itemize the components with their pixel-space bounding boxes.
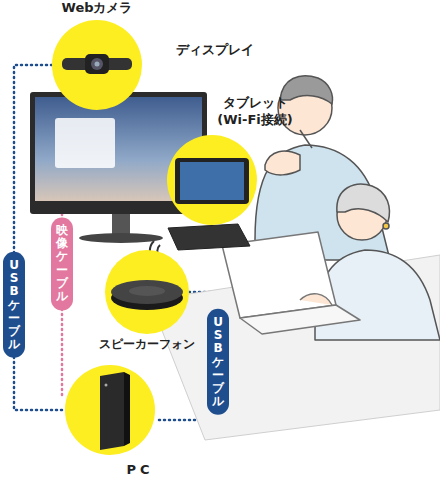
node-label: Webカメラ	[42, 0, 152, 17]
cable-label: USBケーブル	[3, 252, 25, 358]
highlight-circle	[105, 250, 189, 334]
display-node: ディスプレイ	[30, 92, 207, 214]
speakerphone-icon	[111, 280, 183, 310]
highlight-circle	[167, 135, 257, 225]
webcam-node: Webカメラ	[52, 20, 142, 110]
node-label: タブレット (Wi-Fi接続)	[209, 95, 301, 129]
highlight-circle	[52, 20, 142, 110]
pc-node: PC	[65, 365, 155, 455]
cable-label: USBケーブル	[207, 309, 229, 415]
highlight-circle	[65, 365, 155, 455]
laptop	[222, 232, 360, 334]
webcam-icon	[62, 54, 132, 74]
node-label: スピーカーフォン	[80, 337, 214, 353]
node-label: PC	[115, 462, 165, 479]
tablet-node: タブレット (Wi-Fi接続)	[167, 135, 257, 225]
pc-icon	[100, 372, 130, 450]
tablet-icon	[175, 158, 249, 204]
node-label: ディスプレイ	[165, 42, 265, 59]
speakerphone-node: スピーカーフォン	[105, 250, 189, 334]
cable-label: 映像ケーブル	[51, 217, 73, 310]
